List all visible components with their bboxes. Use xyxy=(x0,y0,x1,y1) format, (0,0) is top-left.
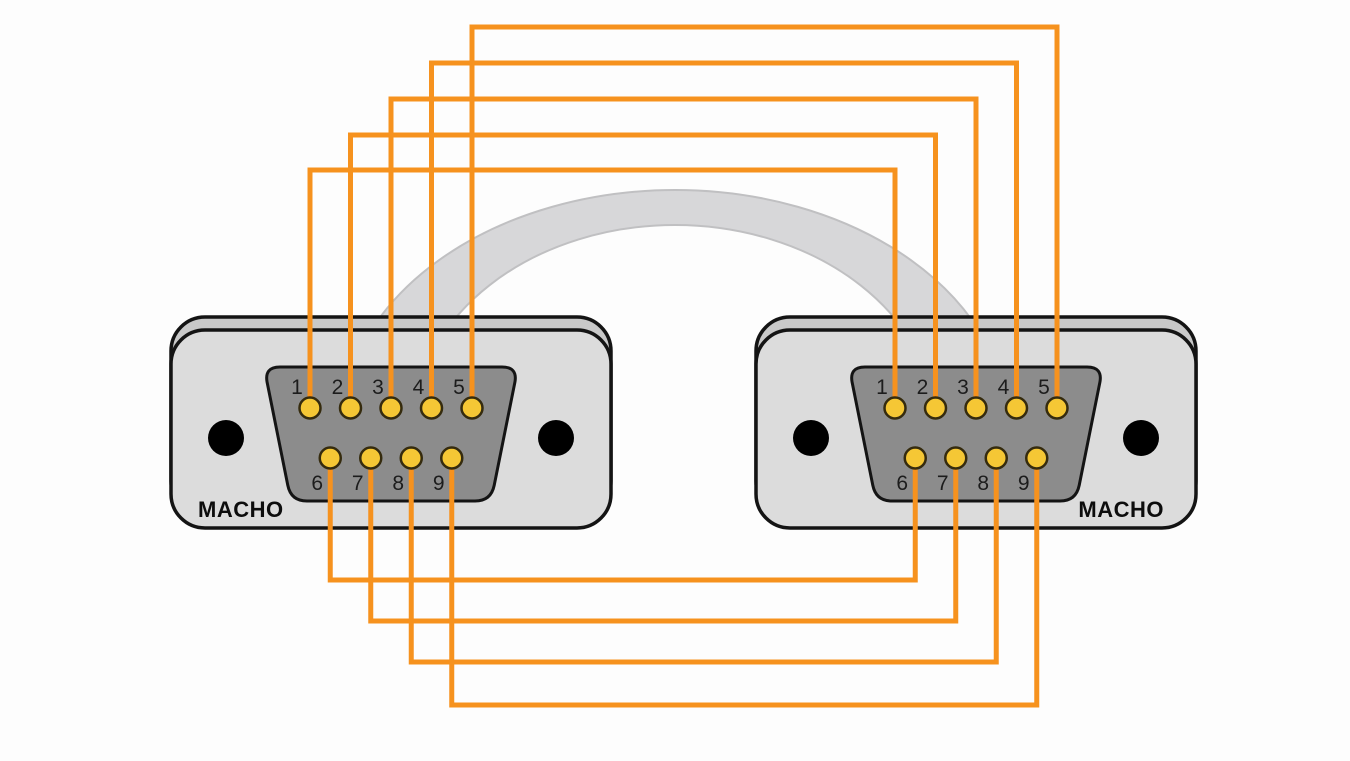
left-connector-pin-5 xyxy=(460,396,484,420)
right-connector-pin-9 xyxy=(1025,446,1049,470)
left-connector-pin-2 xyxy=(338,396,363,420)
wire-pin-3-to-pin-3 xyxy=(388,96,979,408)
right-connector-pin-3 xyxy=(964,396,988,420)
right-connector-pin-2 xyxy=(923,396,948,420)
pin-number: 2 xyxy=(332,376,344,399)
pin-number: 5 xyxy=(453,376,465,399)
left-connector-pin-9 xyxy=(440,446,464,470)
connector-label: MACHO xyxy=(1078,497,1164,522)
right-connector-pin-6 xyxy=(903,446,927,470)
pin-number: 1 xyxy=(876,376,888,399)
cable-sheath-group xyxy=(362,189,988,344)
connector-right: MACHO 1 2 3 4 5 6 7 8 9 xyxy=(754,315,1198,530)
left-connector-pin-4 xyxy=(419,396,444,420)
pin-number: 8 xyxy=(392,472,404,495)
pin-number: 9 xyxy=(1018,472,1030,495)
connector-label: MACHO xyxy=(198,497,284,522)
cable-sheath-arc xyxy=(362,189,988,344)
screw-hole-right xyxy=(538,420,574,456)
pin-number: 5 xyxy=(1038,376,1050,399)
wire-pin-9-to-pin-9 xyxy=(449,458,1040,708)
right-connector-pin-4 xyxy=(1004,396,1029,420)
wire-pin-1-to-pin-1 xyxy=(307,167,898,408)
wire-pin-7-to-pin-7 xyxy=(368,458,959,624)
pin-number: 3 xyxy=(372,376,384,399)
wires-group xyxy=(307,24,1060,708)
pin-number: 8 xyxy=(977,472,989,495)
right-connector-pin-8 xyxy=(984,446,1008,470)
wire-pin-6-to-pin-6 xyxy=(327,458,918,583)
pin-number: 3 xyxy=(957,376,969,399)
left-connector-pin-1 xyxy=(298,396,322,420)
right-connector-pin-1 xyxy=(883,396,907,420)
pin-number: 4 xyxy=(998,376,1010,399)
wire-pin-2-to-pin-2 xyxy=(348,132,938,408)
pin-number: 6 xyxy=(896,472,908,495)
left-connector-pin-7 xyxy=(359,446,383,470)
right-connector-pin-5 xyxy=(1045,396,1069,420)
screw-hole-left xyxy=(793,420,829,456)
wire-pin-8-to-pin-8 xyxy=(408,458,999,665)
pin-number: 9 xyxy=(433,472,445,495)
screw-hole-left xyxy=(208,420,244,456)
pin-number: 7 xyxy=(937,472,949,495)
left-connector-pin-8 xyxy=(399,446,423,470)
pin-number: 7 xyxy=(352,472,364,495)
screw-hole-right xyxy=(1123,420,1159,456)
left-connector-pin-6 xyxy=(318,446,342,470)
left-connector-pin-3 xyxy=(379,396,403,420)
pin-number: 2 xyxy=(917,376,929,399)
pin-number: 4 xyxy=(413,376,425,399)
wire-pin-4-to-pin-4 xyxy=(429,60,1019,408)
wire-pin-5-to-pin-5 xyxy=(469,24,1060,408)
pins-group xyxy=(298,396,1069,470)
right-connector-pin-7 xyxy=(944,446,968,470)
pin-number: 1 xyxy=(291,376,303,399)
pin-number: 6 xyxy=(311,472,323,495)
